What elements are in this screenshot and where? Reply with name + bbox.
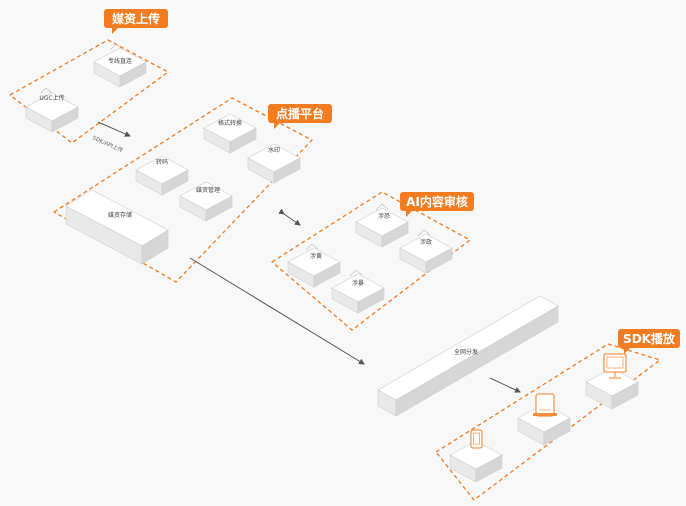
node-porn-label: 涉黄 (310, 252, 322, 260)
group-sdk-outline (435, 343, 661, 501)
tag-upload: 媒资上传 (104, 9, 168, 34)
node-transcode (135, 155, 189, 196)
group-upload-outline (9, 39, 169, 144)
node-pro-direct (93, 43, 147, 88)
edge-vod-to-cdn (189, 257, 365, 365)
node-media-storage-label: 媒资存储 (108, 211, 132, 219)
tag-vod: 点播平台 (268, 104, 332, 129)
tag-sdk: SDK播放 (618, 329, 680, 354)
device-monitor-box (585, 367, 639, 410)
edge-vod-audit (278, 208, 301, 226)
node-ugc-upload (25, 87, 79, 133)
tag-upload-label: 媒资上传 (112, 11, 160, 26)
node-pro-direct-label: 专线直连 (108, 57, 132, 65)
device-phone-box (449, 440, 503, 483)
node-violence-label: 涉暴 (352, 279, 364, 287)
node-watermark (247, 143, 301, 184)
node-cdn (377, 295, 559, 417)
node-politics (399, 229, 453, 274)
node-violence (331, 269, 385, 314)
node-media-manage (179, 181, 233, 222)
tablet-icon (533, 393, 557, 417)
tag-sdk-label: SDK播放 (623, 331, 676, 346)
node-porn (287, 243, 341, 288)
tag-vod-label: 点播平台 (276, 106, 324, 121)
node-media-storage (65, 189, 169, 265)
node-terror (355, 203, 409, 248)
edge-upload-to-vod-label: SDK/API上传 (91, 134, 125, 155)
tag-audit: AI内容审核 (400, 192, 474, 217)
monitor-icon (603, 353, 627, 379)
node-format-convert-label: 格式转换 (218, 119, 242, 127)
node-watermark-label: 水印 (268, 146, 280, 154)
node-ugc-upload-label: UGC上传 (39, 94, 64, 102)
node-terror-label: 涉恐 (378, 212, 390, 220)
device-tablet-box (517, 403, 571, 446)
group-vod-outline (53, 97, 313, 283)
group-audit-outline (271, 191, 471, 331)
tag-audit-label: AI内容审核 (406, 194, 468, 209)
edge-cdn-to-sdk (489, 377, 521, 393)
edge-upload-to-vod (97, 121, 131, 137)
phone-icon (470, 429, 483, 449)
node-cdn-label: 全网分发 (454, 348, 478, 356)
node-transcode-label: 转码 (156, 158, 168, 166)
node-format-convert (203, 113, 257, 154)
node-politics-label: 涉政 (420, 238, 432, 246)
node-media-manage-label: 媒资管理 (196, 186, 220, 194)
